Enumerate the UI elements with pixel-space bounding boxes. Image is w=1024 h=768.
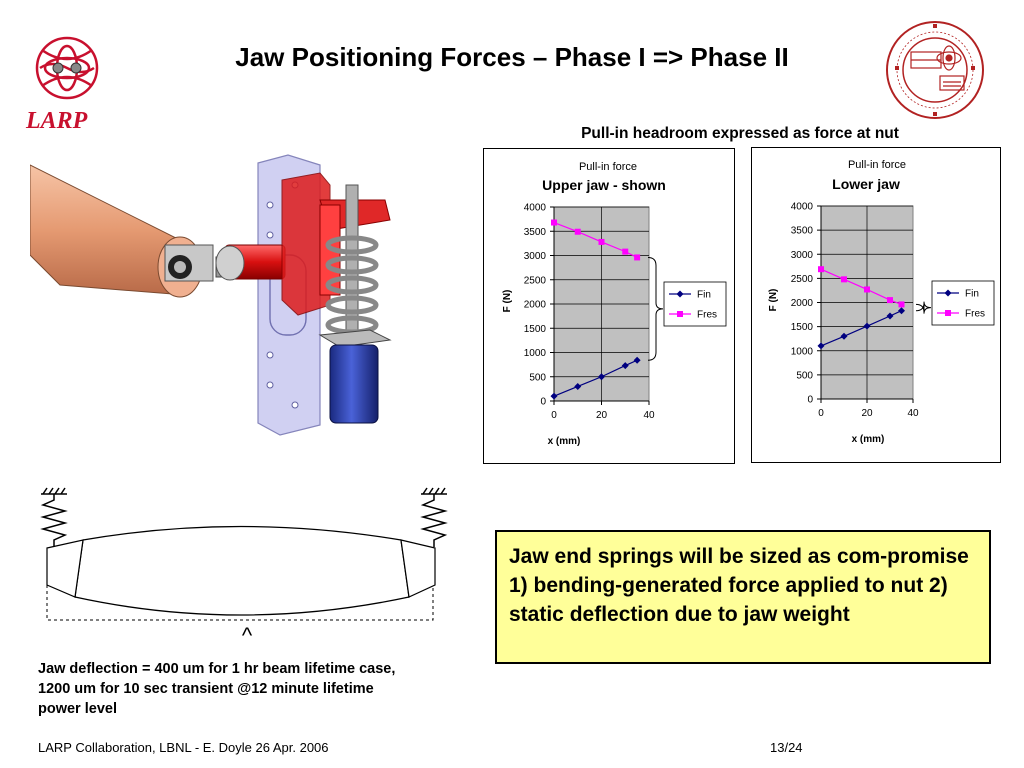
upper-series-fres-point <box>598 238 605 245</box>
lower-series-fin-point <box>817 342 825 350</box>
lower-y-tick-label: 3500 <box>791 226 814 237</box>
lower-y-tick-label: 2000 <box>791 298 814 309</box>
upper-series-fres-point <box>574 228 581 235</box>
upper-chart-ylabel: F (N) <box>502 290 513 313</box>
upper-series-fin-point <box>550 392 558 400</box>
jaw-deflection-diagram: ^ <box>35 485 455 648</box>
lower-series-fres-point <box>841 276 847 283</box>
upper-y-tick-label: 2000 <box>524 300 547 311</box>
upper-y-tick-label: 0 <box>540 397 546 408</box>
lower-legend-label: Fres <box>965 309 985 320</box>
upper-x-tick-label: 0 <box>551 410 557 421</box>
lower-y-tick-label: 4000 <box>791 202 814 213</box>
spring-sizing-note: Jaw end springs will be sized as com-pro… <box>495 530 991 664</box>
upper-y-tick-label: 500 <box>529 372 546 383</box>
lower-y-tick-label: 1500 <box>791 322 814 333</box>
deflection-marker: ^ <box>242 623 253 645</box>
lower-x-tick-label: 0 <box>818 408 824 419</box>
upper-chart-subtitle: Upper jaw - shown <box>542 177 666 193</box>
lower-series-fin-point <box>863 322 871 330</box>
lower-chart-subtitle: Lower jaw <box>832 176 900 192</box>
upper-y-tick-label: 3000 <box>524 251 547 262</box>
upper-series-fres-point <box>551 219 557 226</box>
lower-series-fin-point <box>886 312 894 320</box>
lower-chart-xlabel: x (mm) <box>852 434 885 445</box>
larp-logo <box>22 30 112 110</box>
upper-series-fres-point <box>622 248 629 255</box>
jaw-assembly-illustration <box>29 145 440 445</box>
lower-series-fres-point <box>818 266 824 273</box>
upper-legend-marker <box>676 290 684 298</box>
upper-series-fin-point <box>633 356 641 364</box>
lower-headroom-brace <box>915 301 932 314</box>
footer-credit: LARP Collaboration, LBNL - E. Doyle 26 A… <box>38 740 329 755</box>
lower-series-fres-point <box>898 301 905 308</box>
lower-legend-marker <box>944 289 952 297</box>
lower-y-tick-label: 3000 <box>791 250 814 261</box>
upper-y-tick-label: 1000 <box>524 348 547 359</box>
upper-x-tick-label: 40 <box>643 410 655 421</box>
lower-series-fin-point <box>898 307 905 315</box>
upper-legend-label: Fres <box>697 310 717 321</box>
lower-legend-box <box>931 280 995 326</box>
upper-legend-box <box>663 281 727 327</box>
upper-chart-title: Pull-in force <box>579 161 637 173</box>
lower-chart-ylabel: F (N) <box>768 289 779 312</box>
lower-x-tick-label: 40 <box>907 408 919 419</box>
upper-series-fres-point <box>634 254 641 261</box>
chart-heading: Pull-in headroom expressed as force at n… <box>581 125 899 142</box>
lower-y-tick-label: 2500 <box>791 274 814 285</box>
upper-chart-xlabel: x (mm) <box>548 436 581 447</box>
lower-series-fres-point <box>887 297 893 304</box>
upper-y-tick-label: 4000 <box>524 203 547 214</box>
upper-legend-marker <box>677 311 683 317</box>
lower-series-fres-point <box>864 286 870 293</box>
upper-legend-label: Fin <box>697 290 711 301</box>
upper-y-tick-label: 1500 <box>524 324 547 335</box>
upper-jaw-chart-svg: Pull-in force Upper jaw - shown x (mm) F… <box>502 161 727 447</box>
upper-y-tick-label: 2500 <box>524 275 547 286</box>
lower-y-tick-label: 500 <box>796 370 813 381</box>
larp-logo-text: LARP <box>26 108 88 134</box>
lower-jaw-chart: Pull-in force Lower jaw x (mm) F (N) 0 50… <box>751 147 1001 463</box>
lower-y-tick-label: 0 <box>807 395 813 406</box>
upper-headroom-brace <box>647 256 664 361</box>
lower-legend-label: Fin <box>965 289 979 300</box>
upper-y-tick-label: 3500 <box>524 227 547 238</box>
lower-chart-title: Pull-in force <box>848 159 906 171</box>
lower-jaw-chart-svg: Pull-in force Lower jaw x (mm) F (N) 0 50… <box>768 159 995 445</box>
lower-x-tick-label: 20 <box>861 408 873 419</box>
upper-x-tick-label: 20 <box>596 410 608 421</box>
upper-series-fin-point <box>574 382 582 390</box>
page-number: 13/24 <box>770 740 803 755</box>
slac-seal <box>885 18 985 122</box>
upper-jaw-chart: Pull-in force Upper jaw - shown x (mm) F… <box>483 148 735 464</box>
lower-series-fin-point <box>840 332 848 340</box>
lower-legend-marker <box>945 310 951 316</box>
upper-series-fin-point <box>621 362 629 370</box>
upper-series-fin-point <box>598 373 605 381</box>
lower-y-tick-label: 1000 <box>791 346 814 357</box>
deflection-caption: Jaw deflection = 400 um for 1 hr beam li… <box>38 661 396 717</box>
slide-title: Jaw Positioning Forces – Phase I => Phas… <box>235 42 789 72</box>
